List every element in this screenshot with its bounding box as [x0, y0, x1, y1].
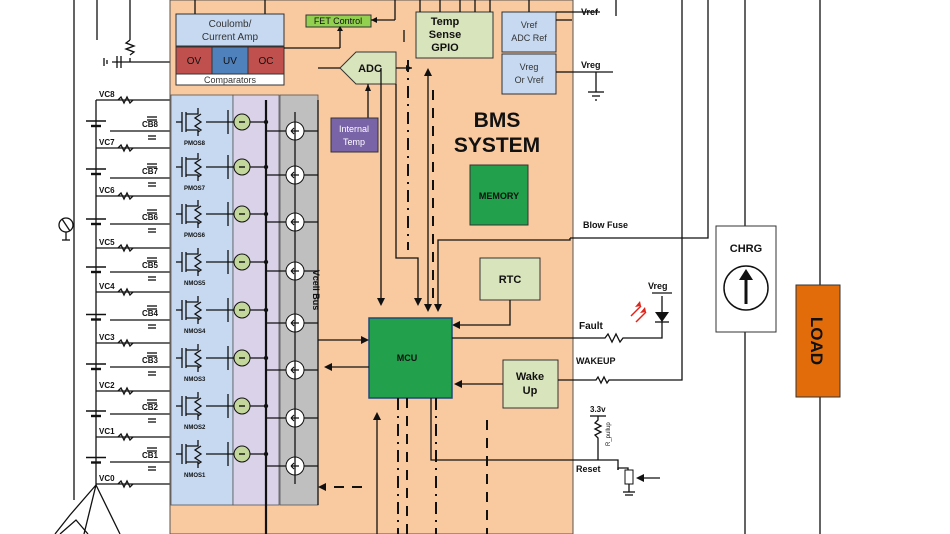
cell-tap-label: VC0 [99, 474, 115, 483]
bleed-resistor [193, 205, 203, 225]
tap-resistor [117, 191, 134, 201]
balance-label: CB4 [142, 309, 159, 318]
mcu-block [368, 317, 453, 399]
vref-adc-label-2: ADC Ref [511, 33, 547, 43]
tap-resistor [117, 338, 134, 348]
fet-label: PMOS8 [184, 141, 206, 147]
bleed-resistor [193, 349, 203, 369]
wakeup-label: WAKEUP [576, 356, 616, 366]
tap-resistor [117, 287, 134, 297]
v33-label: 3.3v [590, 405, 606, 414]
bleed-resistor [193, 397, 203, 417]
vreg-led-label: Vreg [648, 281, 668, 291]
cell-tap-label: VC3 [99, 333, 115, 342]
r-pullup-label: R_pullup [606, 422, 612, 446]
bleed-resistor [193, 253, 203, 273]
blow-fuse-label: Blow Fuse [583, 220, 628, 230]
balance-fet-panel [170, 94, 234, 506]
bleed-resistor [193, 445, 203, 465]
uv-comparator [211, 46, 249, 75]
memory-label: MEMORY [479, 191, 519, 201]
coulomb-current-amp [175, 13, 285, 47]
vcell-bus-panel [279, 94, 319, 506]
adc-label: ADC [358, 63, 382, 75]
internal-temp-label-1: Internal [339, 124, 369, 134]
fet-control-label: FET Control [314, 16, 362, 26]
cell-tap-label: VC6 [99, 186, 115, 195]
external-right: Vref Vreg Blow Fuse Fault Vreg WAKEUP 3.… [452, 0, 841, 534]
cell-tap-label: VC7 [99, 138, 115, 147]
fet-label: PMOS6 [184, 233, 206, 239]
vreg-or-vref-label-1: Vreg [520, 62, 539, 72]
chrg-label: CHRG [730, 243, 762, 255]
tap-resistor [117, 143, 134, 153]
balance-label: CB1 [142, 451, 159, 460]
vreg-or-vref-block [501, 53, 557, 95]
internal-temp-label-2: Temp [343, 137, 365, 147]
fault-label: Fault [579, 321, 604, 332]
balance-label: CB6 [142, 213, 159, 222]
balance-label: CB3 [142, 356, 159, 365]
wake-up-label-1: Wake [516, 371, 544, 383]
tap-resistor [117, 386, 134, 396]
rtc-label: RTC [499, 274, 522, 286]
cell-tap-label: VC5 [99, 238, 115, 247]
fet-label: NMOS1 [184, 473, 206, 479]
fet-label: NMOS2 [184, 425, 206, 431]
ov-label: OV [187, 56, 202, 67]
comparators-bar [175, 73, 285, 86]
balance-label: CB2 [142, 403, 159, 412]
vreg-or-vref-label-2: Or Vref [515, 75, 544, 85]
balance-label: CB5 [142, 261, 159, 270]
memory-block [469, 164, 529, 226]
vcell-bus-label: Vcell Bus [311, 270, 321, 311]
temp-sense-label-3: GPIO [431, 42, 459, 54]
cell-tap-label: VC4 [99, 282, 115, 291]
wake-up-label-2: Up [523, 385, 538, 397]
vref-signal-label: Vref [581, 7, 599, 17]
reset-label: Reset [576, 464, 601, 474]
mcu-label: MCU [397, 353, 418, 363]
vref-adc-label-1: Vref [521, 20, 538, 30]
coulomb-label-1: Coulomb/ [209, 19, 252, 30]
load-label: LOAD [807, 317, 826, 365]
cell-tap-label: VC1 [99, 427, 115, 436]
vreg-signal-label: Vreg [581, 60, 601, 70]
uv-label: UV [223, 56, 237, 67]
tap-resistor [117, 432, 134, 442]
internal-temp-block [330, 117, 379, 153]
wake-up-block [502, 359, 559, 409]
balance-label: CB7 [142, 167, 159, 176]
bms-title-line2: SYSTEM [454, 134, 540, 157]
fet-label: NMOS4 [184, 329, 206, 335]
bleed-resistor [193, 301, 203, 321]
temp-sense-gpio-block [415, 11, 494, 59]
fet-control-block [305, 14, 372, 28]
fet-label: NMOS5 [184, 281, 206, 287]
load-block [795, 284, 841, 398]
tap-resistor [117, 243, 134, 253]
oc-label: OC [259, 56, 274, 67]
fet-label: NMOS3 [184, 377, 206, 383]
bleed-resistor [193, 113, 203, 133]
balance-label: CB8 [142, 120, 159, 129]
fet-label: PMOS7 [184, 186, 206, 192]
cell-tap-label: VC8 [99, 90, 115, 99]
comparators-label: Comparators [204, 75, 257, 85]
tap-resistor [117, 95, 134, 105]
vref-adc-ref-block [501, 11, 557, 53]
coulomb-label-2: Current Amp [202, 32, 259, 43]
temp-sense-label-2: Sense [429, 29, 461, 41]
cell-tap-label: VC2 [99, 381, 115, 390]
tap-resistor [117, 479, 134, 489]
comparator-panel [232, 94, 280, 506]
bms-title-line1: BMS [474, 109, 521, 132]
temp-sense-label-1: Temp [431, 16, 460, 28]
bleed-resistor [193, 158, 203, 178]
